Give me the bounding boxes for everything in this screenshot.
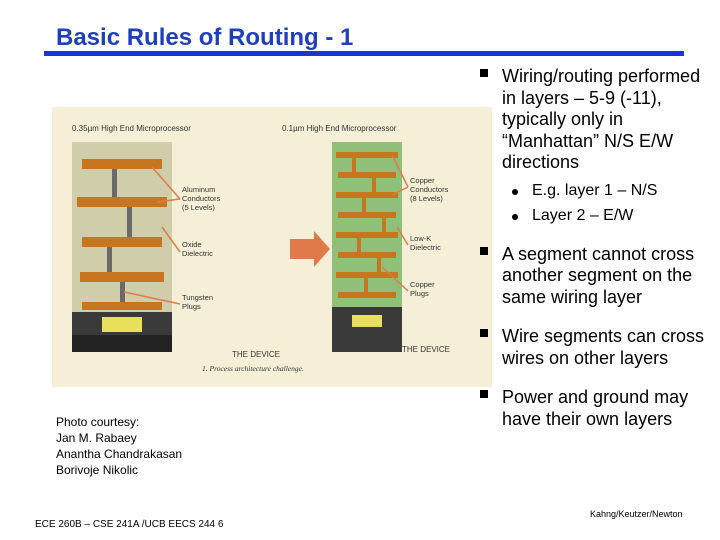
bullet-text: Wiring/routing performed in layers – 5-9… (502, 66, 701, 172)
bullet-wiring-layers: Wiring/routing performed in layers – 5-9… (480, 66, 710, 174)
bullet-segments-can-cross: Wire segments can cross wires on other l… (480, 326, 710, 369)
bullet-list: Wiring/routing performed in layers – 5-9… (480, 66, 710, 430)
figure-caption: 1. Process architecture challenge. (202, 364, 304, 373)
footer-authors: Kahng/Keutzer/Newton (590, 509, 683, 519)
label-aluminum-1: Aluminum (182, 185, 215, 194)
left-figure-title: 0.35µm High End Microprocessor (72, 124, 191, 133)
label-aluminum-3: (5 Levels) (182, 203, 215, 212)
label-tungsten-2: Plugs (182, 302, 201, 311)
label-aluminum-2: Conductors (182, 194, 221, 203)
left-stack (72, 142, 172, 352)
label-lowk-2: Dielectric (410, 243, 441, 252)
label-copper-conductors-2: Conductors (410, 185, 449, 194)
slide-title: Basic Rules of Routing - 1 (56, 24, 354, 51)
photo-credit: Photo courtesy: Jan M. Rabaey Anantha Ch… (56, 414, 182, 478)
title-underline (44, 51, 684, 56)
device-label-left: THE DEVICE (232, 350, 280, 359)
sub-bullet-layer1: E.g. layer 1 – N/S (480, 180, 710, 201)
process-architecture-figure: 0.35µm High End Microprocessor 0.1µm Hig… (52, 107, 492, 387)
credit-line: Jan M. Rabaey (56, 431, 137, 445)
label-tungsten-1: Tungsten (182, 293, 213, 302)
bullet-text: Power and ground may have their own laye… (502, 387, 689, 429)
sub-bullet-layer2: Layer 2 – E/W (480, 205, 710, 226)
right-stack (332, 142, 402, 352)
bullet-marker (480, 390, 488, 398)
transition-arrow (290, 231, 330, 267)
bullet-marker (480, 246, 488, 255)
sub-bullet-text: E.g. layer 1 – N/S (532, 181, 658, 199)
label-lowk-1: Low-K (410, 234, 431, 243)
device-label-right: THE DEVICE (402, 345, 450, 354)
label-copper-plugs-1: Copper (410, 280, 435, 289)
label-oxide-2: Dielectric (182, 249, 213, 258)
credit-line: Borivoje Nikolic (56, 463, 139, 477)
sub-bullet-text: Layer 2 – E/W (532, 206, 634, 224)
bullet-text: Wire segments can cross wires on other l… (502, 326, 705, 368)
footer-course: ECE 260B – CSE 241A /UCB EECS 244 6 (35, 519, 224, 530)
label-copper-conductors-3: (8 Levels) (410, 194, 443, 203)
bullet-segment-cannot-cross: A segment cannot cross another segment o… (480, 244, 710, 309)
credit-line: Photo courtesy: (56, 415, 140, 429)
credit-line: Anantha Chandrakasan (56, 447, 183, 461)
label-copper-conductors-1: Copper (410, 176, 435, 185)
label-copper-plugs-2: Plugs (410, 289, 429, 298)
bullet-text: A segment cannot cross another segment o… (502, 243, 695, 307)
bullet-marker (480, 69, 488, 77)
bullet-marker (480, 329, 488, 337)
sub-bullet-marker (512, 188, 518, 195)
label-oxide-1: Oxide (182, 240, 202, 249)
sub-bullet-marker (512, 213, 518, 220)
right-figure-title: 0.1µm High End Microprocessor (282, 124, 397, 133)
bullet-power-ground: Power and ground may have their own laye… (480, 387, 710, 430)
